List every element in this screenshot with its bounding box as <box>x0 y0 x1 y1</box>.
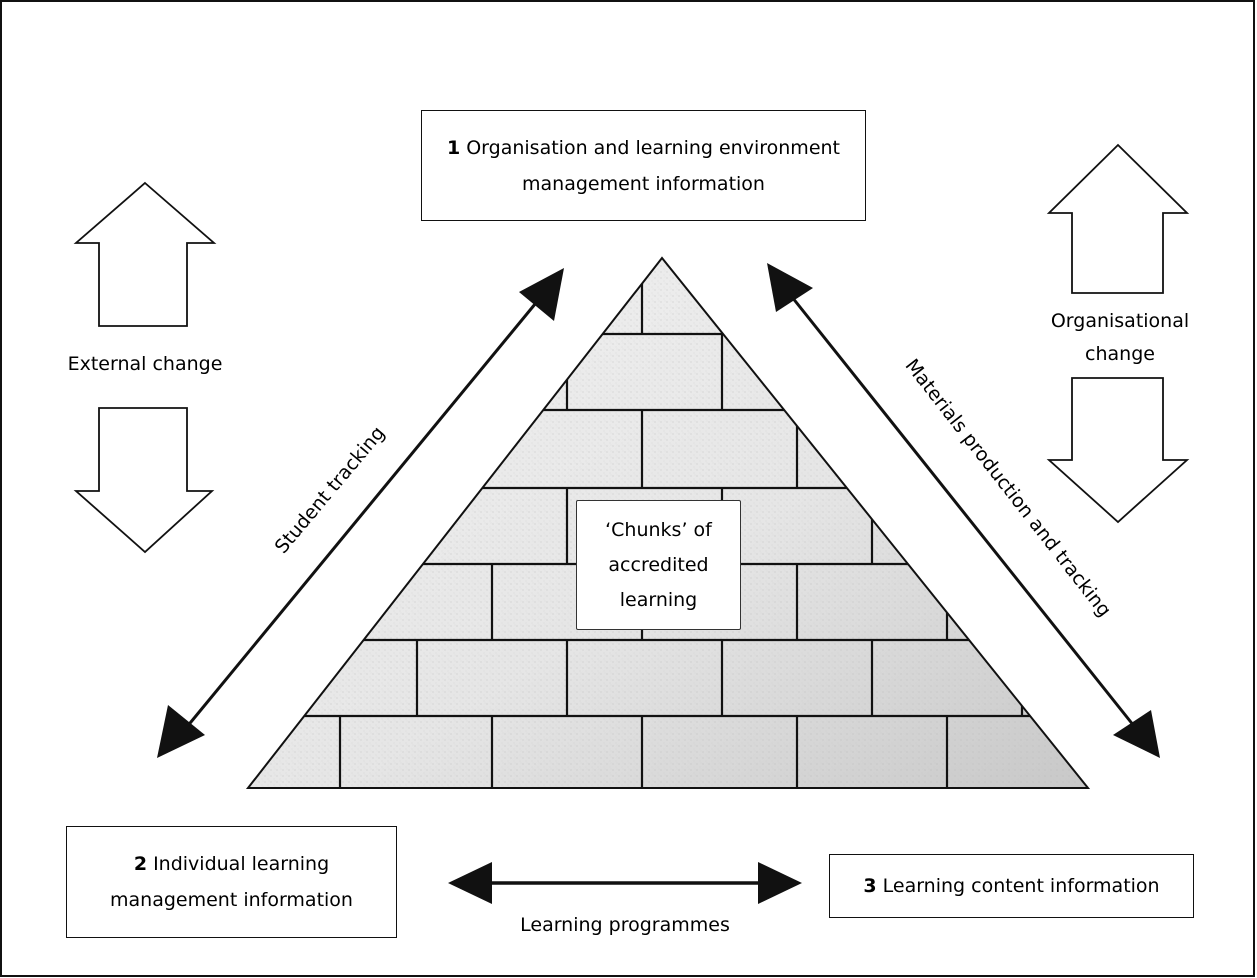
box-top-line2: management information <box>522 172 765 195</box>
chunks-line1: ‘Chunks’ of <box>605 518 712 541</box>
box-left-title: Individual learning <box>153 853 330 875</box>
organisational-change-label-line2: change <box>1085 343 1155 365</box>
double-headed-arrow-icon <box>767 263 1160 758</box>
hollow-down-arrow-icon <box>1046 377 1190 524</box>
hollow-down-arrow-icon <box>73 407 215 554</box>
chunks-line3: learning <box>619 588 698 611</box>
chunks-box: ‘Chunks’ of accredited learning <box>576 500 741 630</box>
box-left-number: 2 <box>133 853 148 875</box>
double-headed-arrow-icon <box>448 862 802 904</box>
box-right-number: 3 <box>863 875 877 897</box>
box-top-title: Organisation and learning environment <box>466 136 840 159</box>
double-headed-arrow-icon <box>157 268 564 758</box>
pyramid-outline <box>245 256 1091 789</box>
learning-programmes-label: Learning programmes <box>520 914 730 936</box>
organisational-change-label-line1: Organisational <box>1050 310 1190 332</box>
hollow-up-arrow-icon <box>73 181 217 327</box>
box-left-line2: management information <box>110 889 353 911</box>
chunks-line2: accredited <box>608 553 709 576</box>
external-change-label: External change <box>67 353 223 375</box>
box-right-title: Learning content information <box>882 875 1160 897</box>
hollow-up-arrow-icon <box>1046 143 1190 294</box>
box-top-number: 1 <box>446 136 461 159</box>
